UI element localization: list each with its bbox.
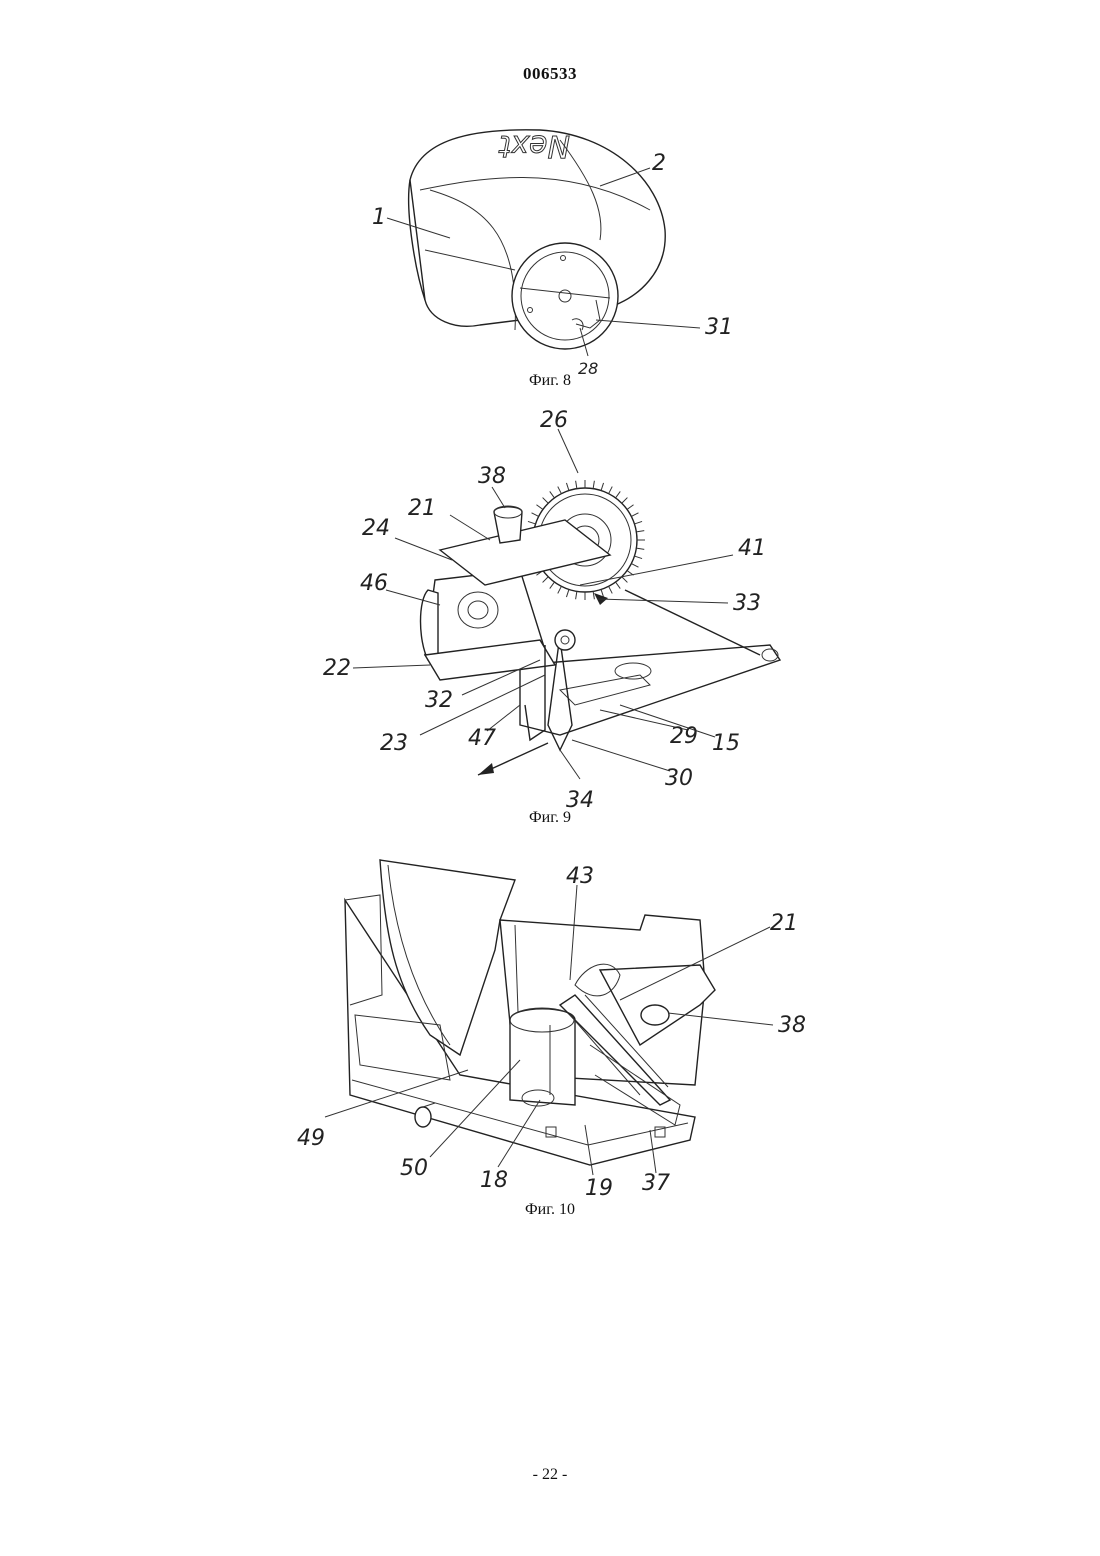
gear-tooth xyxy=(609,586,613,593)
gear-tooth xyxy=(566,483,568,491)
label-24: 24 xyxy=(362,516,390,541)
label-22: 22 xyxy=(323,656,351,681)
label-46: 46 xyxy=(360,571,388,596)
figure-10-caption: Фиг. 10 xyxy=(0,1201,1100,1219)
gear-tooth xyxy=(566,589,568,597)
gear-tooth xyxy=(558,586,562,593)
label-21: 21 xyxy=(770,911,798,936)
label-37: 37 xyxy=(642,1171,670,1196)
label-38: 38 xyxy=(478,464,506,489)
gear-tooth xyxy=(631,513,638,517)
gear-tooth xyxy=(622,498,628,504)
page-number: - 22 - xyxy=(0,1466,1100,1484)
figure-8-drawing: Next 1 2 31 28 xyxy=(0,120,1100,400)
label-32: 32 xyxy=(425,688,453,713)
label-43: 43 xyxy=(566,864,594,889)
gear-tooth xyxy=(627,505,633,510)
label-30: 30 xyxy=(665,766,693,791)
figure-8: Next 1 2 31 28 Фиг. 8 xyxy=(0,120,1100,400)
gear-tooth xyxy=(576,591,577,599)
label-41: 41 xyxy=(738,536,766,561)
gear-tooth xyxy=(558,487,562,494)
gear-tooth xyxy=(634,556,642,558)
gear-tooth xyxy=(616,582,621,588)
gear-tooth xyxy=(576,481,577,489)
gear-tooth xyxy=(532,513,539,517)
figure-9-drawing: 26 38 21 24 41 46 33 22 32 23 47 29 15 3… xyxy=(0,405,1100,835)
figure-9-caption: Фиг. 9 xyxy=(0,809,1100,827)
label-19: 19 xyxy=(585,1176,613,1201)
gear-tooth xyxy=(543,498,549,504)
gear-tooth xyxy=(543,577,549,583)
figure-9: 26 38 21 24 41 46 33 22 32 23 47 29 15 3… xyxy=(0,405,1100,835)
label-50: 50 xyxy=(400,1156,428,1181)
gear-tooth xyxy=(593,481,594,489)
label-29: 29 xyxy=(670,724,698,749)
gear-tooth xyxy=(622,577,628,583)
figure-10: 43 21 38 49 50 18 19 37 Фиг. 10 xyxy=(0,855,1100,1225)
label-33: 33 xyxy=(733,591,761,616)
document-number: 006533 xyxy=(0,64,1100,84)
label-15: 15 xyxy=(712,731,740,756)
label-21: 21 xyxy=(408,496,436,521)
label-1: 1 xyxy=(372,205,386,230)
gear-tooth xyxy=(634,521,642,523)
label-26: 26 xyxy=(540,408,568,433)
gear-tooth xyxy=(636,531,644,532)
gear-tooth xyxy=(616,491,621,497)
gear-tooth xyxy=(528,521,536,523)
label-2: 2 xyxy=(652,151,666,176)
label-38: 38 xyxy=(778,1013,806,1038)
gear-tooth xyxy=(550,582,555,588)
label-49: 49 xyxy=(297,1126,325,1151)
label-31: 31 xyxy=(705,315,733,340)
label-47: 47 xyxy=(468,726,496,751)
gear-tooth xyxy=(550,491,555,497)
figure-8-caption: Фиг. 8 xyxy=(0,372,1100,390)
brand-lettering: Next xyxy=(498,128,570,163)
gear-tooth xyxy=(593,591,594,599)
gear-tooth xyxy=(601,483,603,491)
gear-tooth xyxy=(536,505,542,510)
gear-tooth xyxy=(609,487,613,494)
label-18: 18 xyxy=(480,1168,508,1193)
gear-tooth xyxy=(636,548,644,549)
figure-10-drawing: 43 21 38 49 50 18 19 37 xyxy=(0,855,1100,1225)
label-23: 23 xyxy=(380,731,408,756)
gear-tooth xyxy=(631,564,638,568)
